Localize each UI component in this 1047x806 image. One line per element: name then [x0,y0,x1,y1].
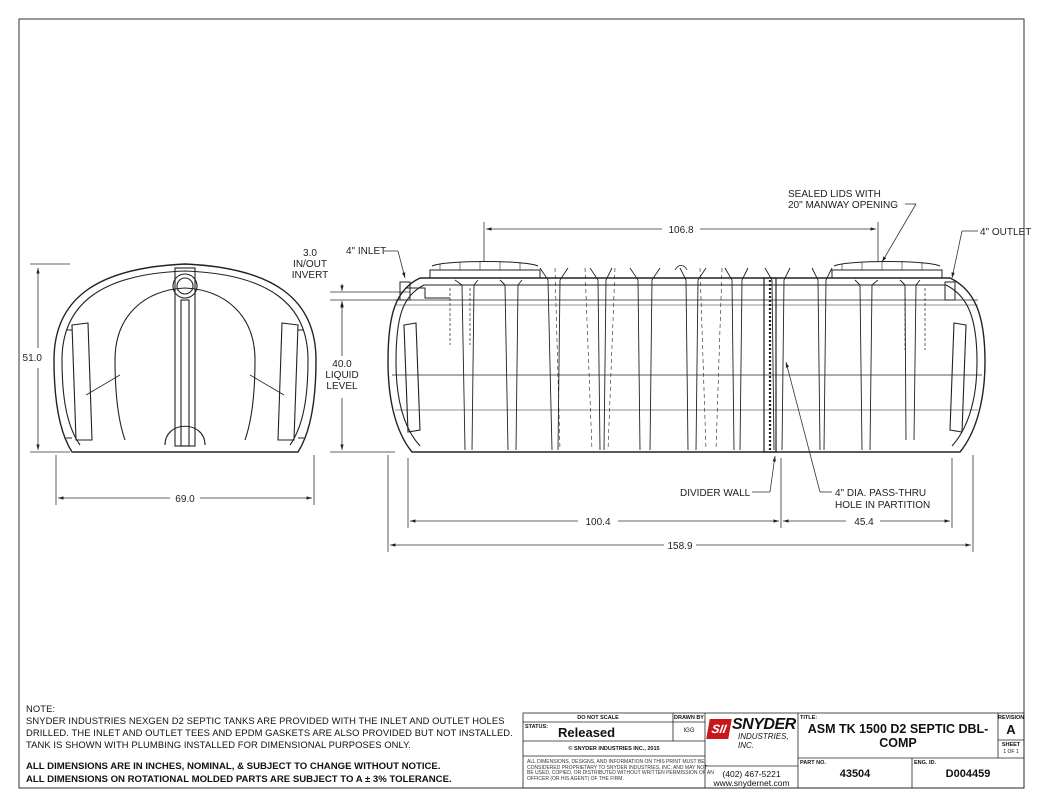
lids-callout-1: SEALED LIDS WITH [788,189,881,200]
end-view [53,263,317,453]
snyder-logo: SII SNYDER INDUSTRIES, INC. [706,716,796,760]
status-value: Released [558,725,616,740]
disclaimer-line: BE USED, COPIED, OR DISTRIBUTED WITHOUT … [527,770,714,777]
website: www.snydernet.com [713,778,790,788]
dim-overall-length: 158.9 [667,541,692,552]
dim-width: 69.0 [175,494,195,505]
dim-height: 51.0 [23,353,43,364]
revision-label: REVISION [998,715,1025,721]
logo-subtitle: INDUSTRIES, INC. [738,732,789,750]
dim-compartment-2: 45.4 [854,517,874,528]
invert-label-3: INVERT [292,270,329,281]
lids-callout-2: 20" MANWAY OPENING [788,200,898,211]
drawing-title-line: COMP [879,736,917,750]
title-block-grid [522,712,1025,789]
disclaimer-line: CONSIDERED PROPRIETARY TO SNYDER INDUSTR… [527,764,708,771]
invert-label-1: 3.0 [303,248,317,259]
phone: (402) 467-5221 [722,769,781,779]
part-no-label: PART NO. [800,760,826,766]
notes-line: TANK IS SHOWN WITH PLUMBING INSTALLED FO… [26,739,411,750]
liquid-label-2: LIQUID [325,370,358,381]
side-view [387,261,986,453]
copyright: © SNYDER INDUSTRIES INC., 2015 [568,746,660,752]
inlet-callout: 4" INLET [346,246,386,257]
warning-line: ALL DIMENSIONS ARE IN INCHES, NOMINAL, &… [26,761,441,772]
drawing-labels: 51.0 69.0 106.8 100.4 45.4 158.9 3.0 IN/… [23,189,1032,552]
part-no-value: 43504 [839,768,871,780]
disclaimer: ALL DIMENSIONS, DESIGNS, AND INFORMATION… [527,759,714,782]
drawing-title: ASM TK 1500 D2 SEPTIC DBL- COMP [798,722,998,750]
revision-value: A [1006,722,1016,737]
pass-thru-callout-1: 4" DIA. PASS-THRU [835,488,926,499]
notes-line: SNYDER INDUSTRIES NEXGEN D2 SEPTIC TANKS… [26,715,505,726]
drawn-by-label: DRAWN BY [674,715,704,721]
end-view-dims [30,263,315,505]
outlet-callout: 4" OUTLET [980,227,1031,238]
leaders [384,203,978,493]
sheet-label: SHEET [1001,742,1021,748]
invert-label-2: IN/OUT [293,259,327,270]
dim-compartment-1: 100.4 [585,517,610,528]
notes-heading: NOTE: [26,703,56,714]
drawing-title-line: ASM TK 1500 D2 SEPTIC DBL- [807,722,989,736]
pass-thru-callout-2: HOLE IN PARTITION [835,500,930,511]
do-not-scale: DO NOT SCALE [577,715,619,721]
warning-line: ALL DIMENSIONS ON ROTATIONAL MOLDED PART… [26,773,452,785]
dimension-warnings: ALL DIMENSIONS ARE IN INCHES, NOMINAL, &… [26,761,452,786]
liquid-label-3: LEVEL [326,381,358,392]
dim-lid-span: 106.8 [668,225,693,236]
eng-id-value: D004459 [945,768,991,780]
eng-id-label: ENG. ID. [914,760,937,766]
liquid-label-1: 40.0 [332,359,352,370]
disclaimer-line: OFFICER (OR HIS AGENT) OF THE FIRM. [527,775,624,782]
notes-line: DRILLED. THE INLET AND OUTLET TEES AND E… [26,727,513,738]
sheet-border [18,18,1025,789]
notes-block: NOTE: SNYDER INDUSTRIES NEXGEN D2 SEPTIC… [26,703,526,751]
title-label: TITLE: [800,715,818,721]
disclaimer-line: ALL DIMENSIONS, DESIGNS, AND INFORMATION… [527,759,705,765]
drawn-by-value: IGG [683,728,695,734]
status-label: STATUS: [525,724,549,730]
side-view-dims [387,222,974,552]
logo-name: SNYDER [732,716,796,733]
sheet-value: 1 OF 1 [1003,749,1019,755]
logo-mark: SII [706,719,732,739]
divider-wall-callout: DIVIDER WALL [680,488,751,499]
